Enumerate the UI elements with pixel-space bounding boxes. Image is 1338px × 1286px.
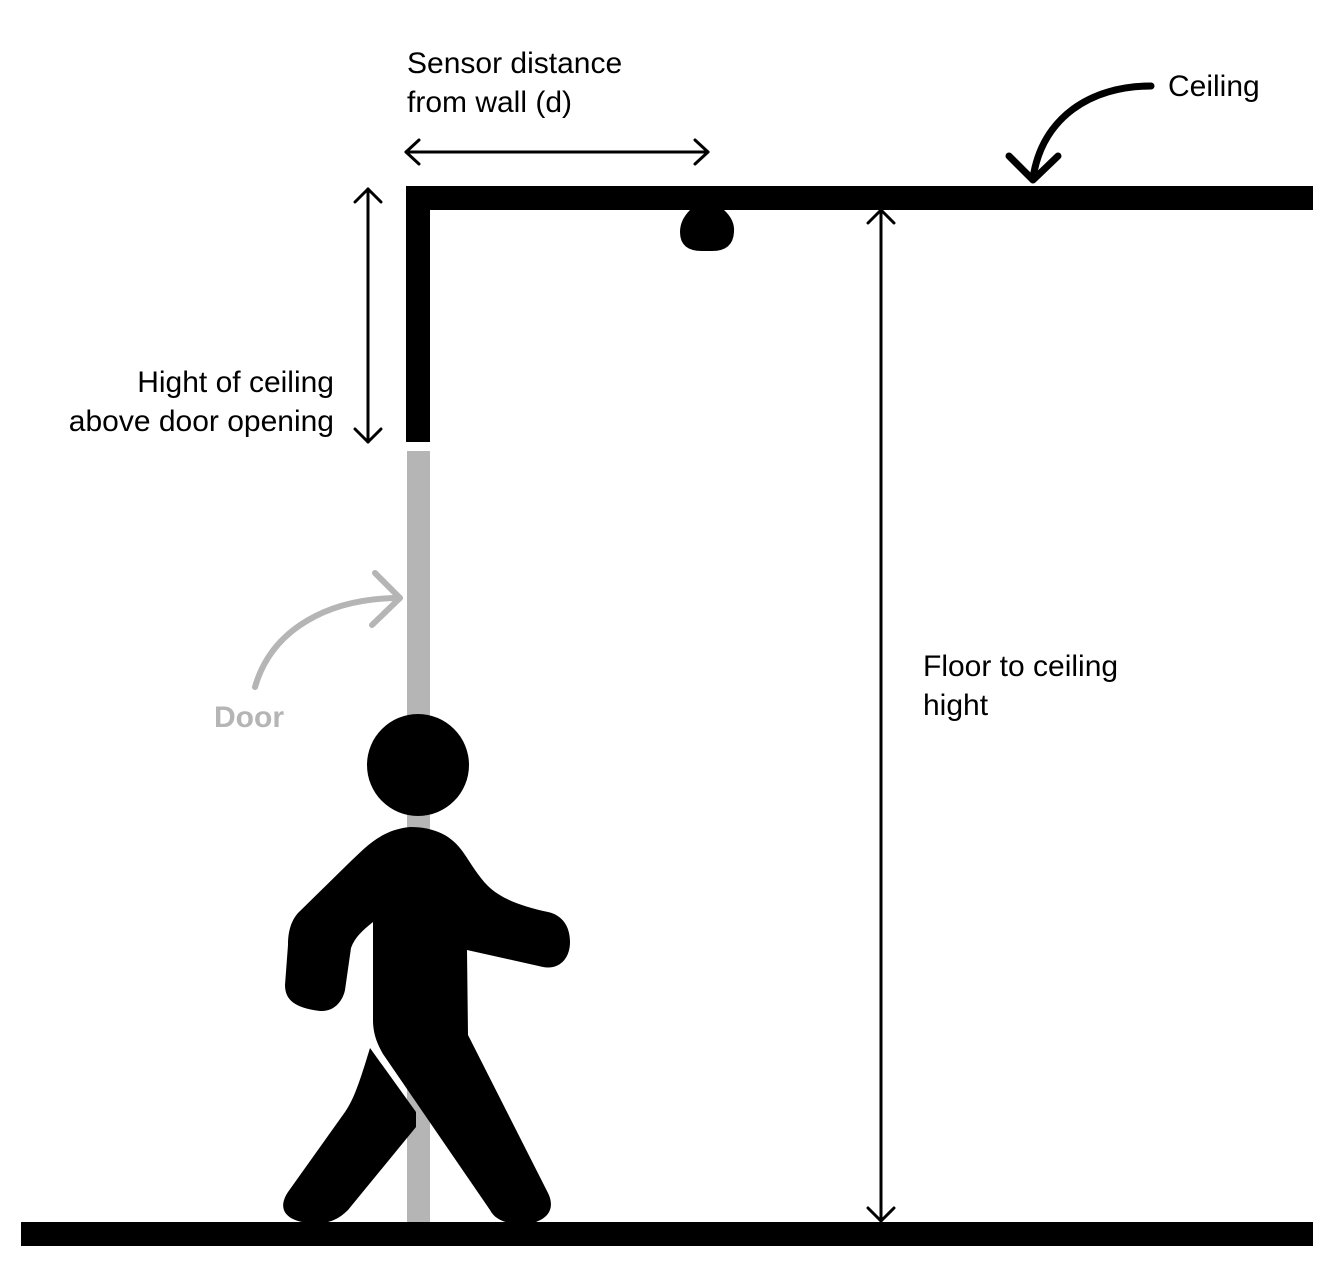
sensor-distance-label-line1: Sensor distance [407, 47, 622, 80]
walking-person-icon [283, 714, 570, 1225]
sensor-distance-label-line2: from wall (d) [407, 86, 572, 119]
person-torso-and-arms [285, 827, 570, 1225]
ceiling-label: Ceiling [1168, 70, 1260, 103]
floor [21, 1222, 1313, 1246]
sensor-distance-arrow [404, 138, 710, 166]
ceiling-slab [406, 186, 1313, 210]
door-pointer-arrow [252, 570, 403, 690]
wall-above-door [406, 186, 430, 442]
floor-to-ceiling-label-line1: Floor to ceiling [923, 650, 1118, 683]
person-head [367, 714, 469, 816]
ceiling-pointer-arrow [1005, 82, 1155, 184]
floor-to-ceiling-arrow [866, 208, 896, 1223]
ceiling-sensor-icon [680, 210, 735, 251]
door-label: Door [214, 701, 284, 734]
floor-to-ceiling-label-line2: hight [923, 689, 989, 722]
person-back-leg [283, 1048, 416, 1224]
ceiling-above-door-label-line2: above door opening [69, 405, 334, 438]
ceiling-above-door-arrow [353, 187, 383, 444]
ceiling-above-door-label-line1: Hight of ceiling [137, 366, 334, 399]
